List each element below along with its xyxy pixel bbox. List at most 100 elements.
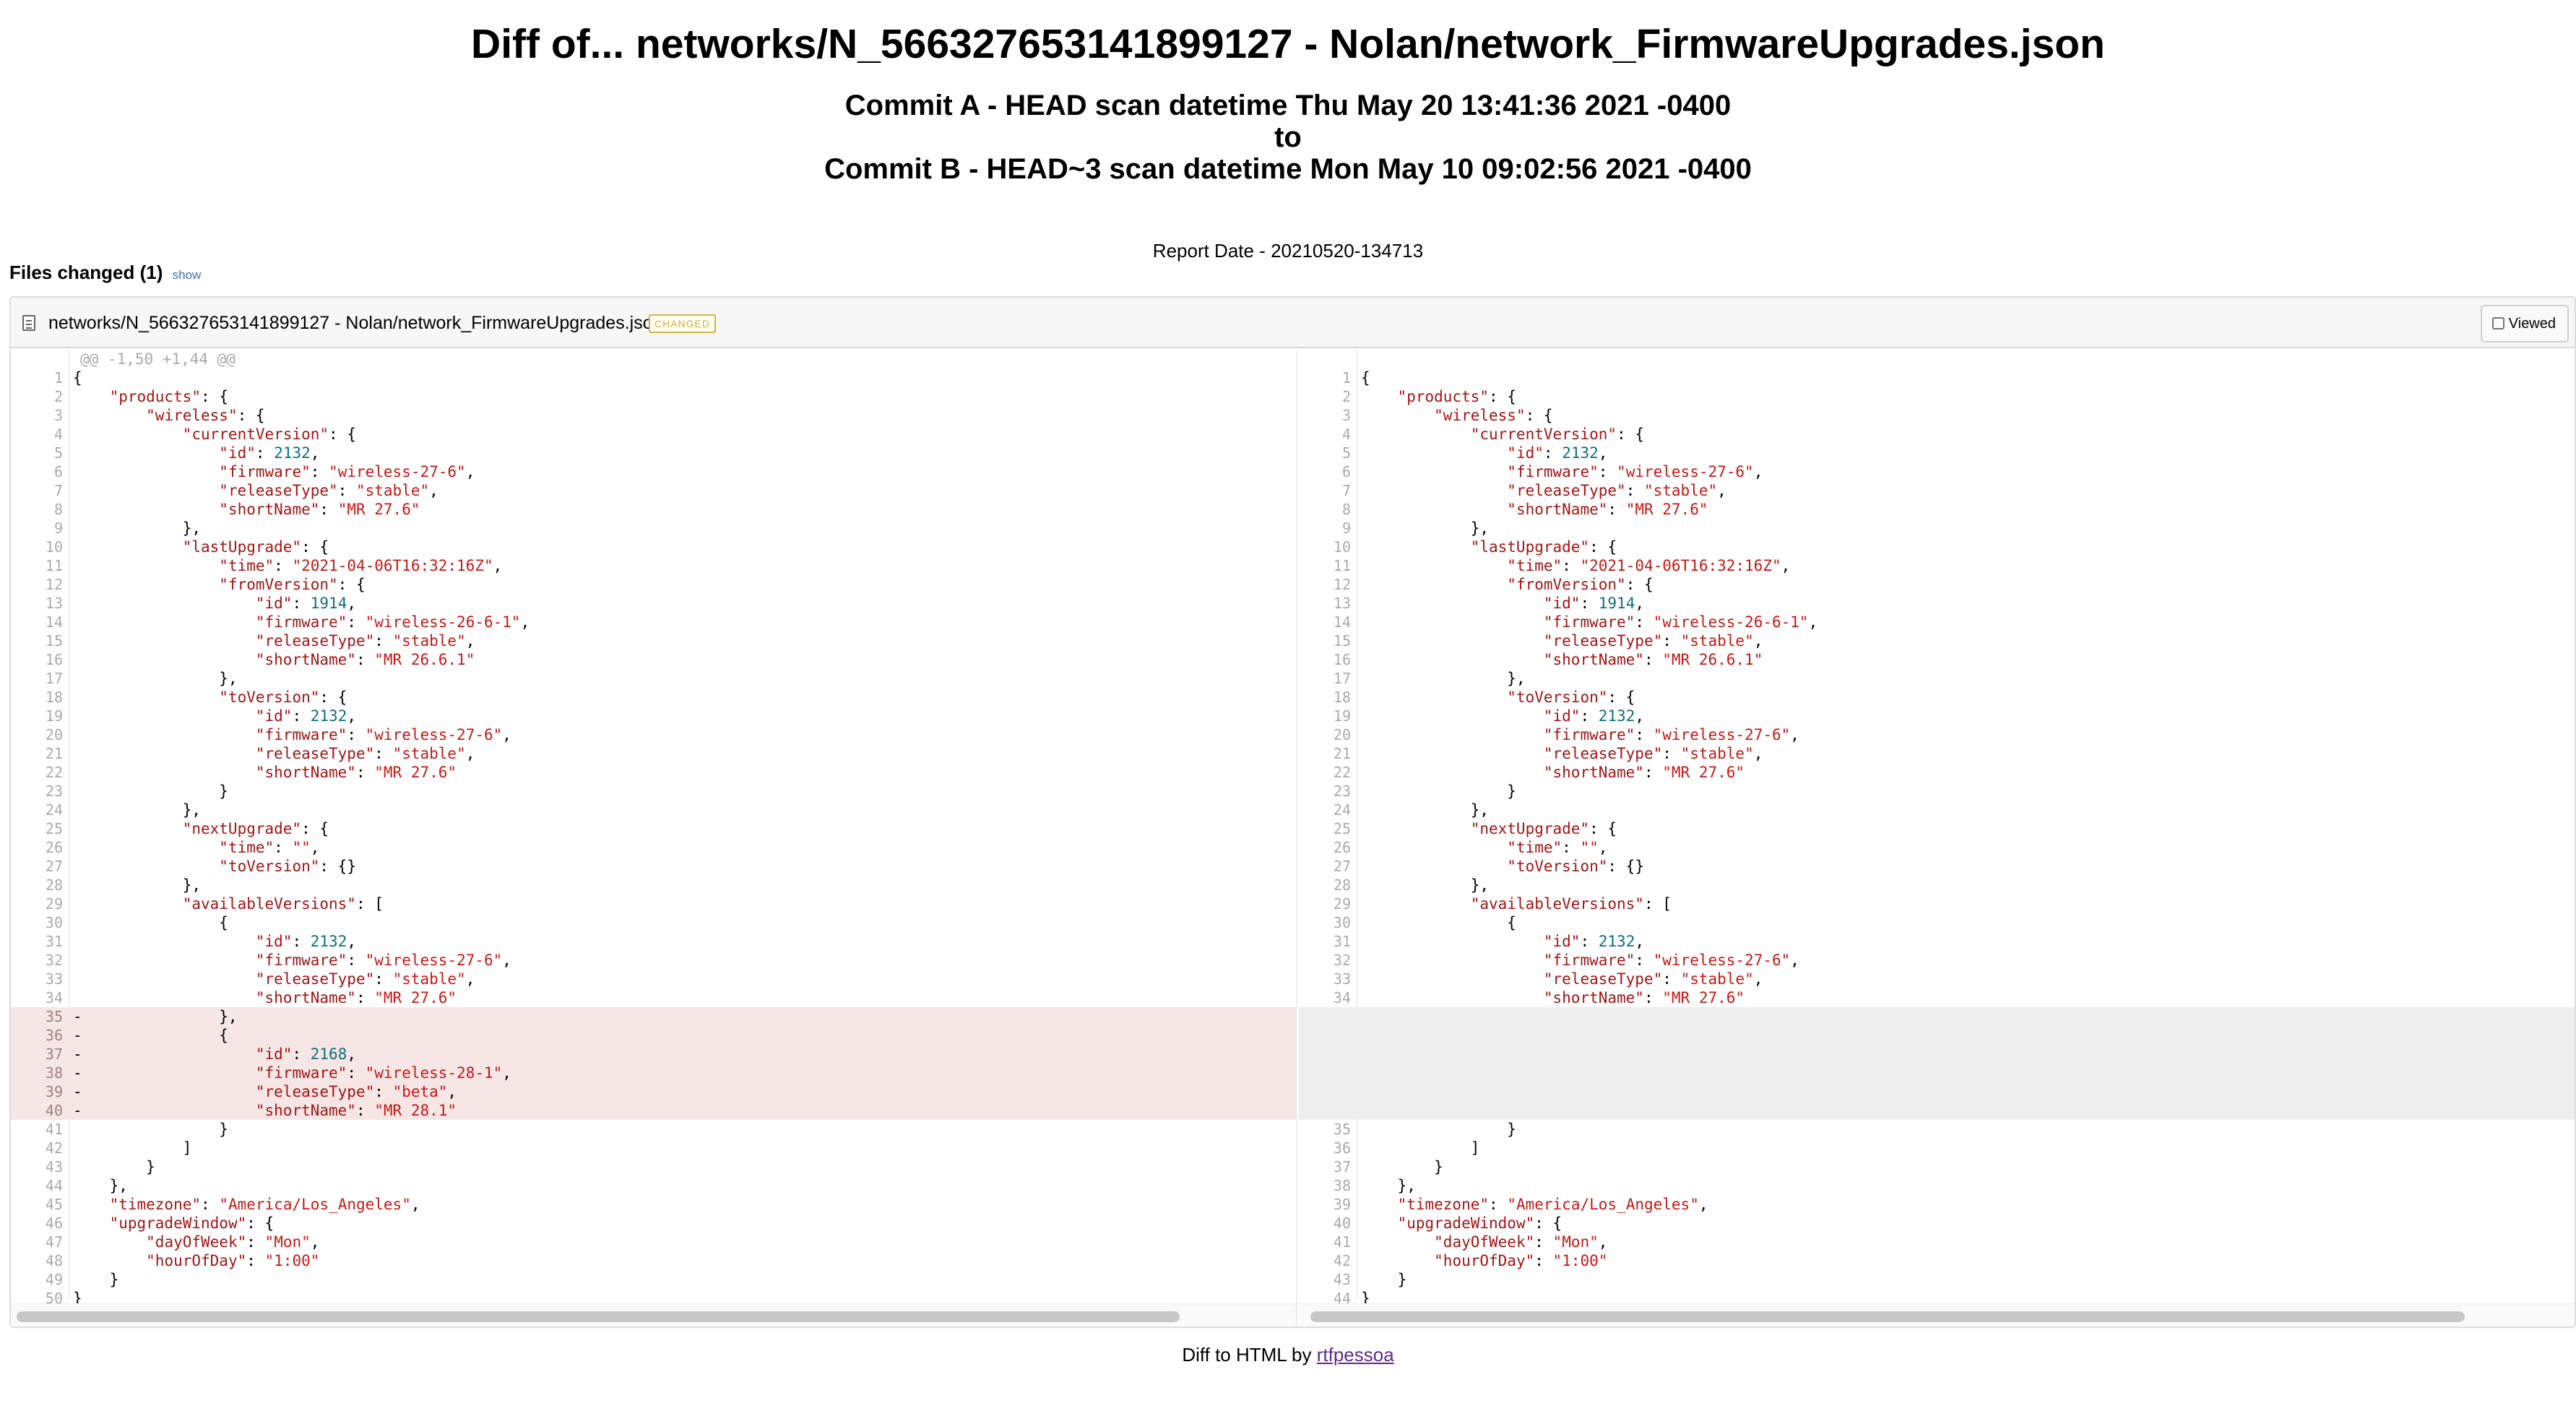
line-number: 15 (1333, 632, 1351, 650)
horizontal-scrollbar-left[interactable] (17, 1311, 1180, 1322)
line-code: "toVersion": { (1507, 689, 1635, 706)
line-number: 7 (1341, 482, 1351, 499)
line-code: "availableVersions": [ (182, 895, 384, 913)
viewed-checkbox[interactable] (2491, 317, 2504, 329)
code-line: 6 "firmware": "wireless-27-6", (11, 462, 1296, 481)
line-number: 43 (45, 1158, 63, 1176)
code-line: 8 "shortName": "MR 27.6" (1299, 500, 2575, 519)
line-code: "shortName": "MR 27.6" (1543, 989, 1745, 1006)
code-line: 38 }, (1299, 1176, 2575, 1195)
deleted-line: 40- "shortName": "MR 28.1" (11, 1101, 1296, 1120)
line-number: 27 (1333, 858, 1351, 875)
line-code: "shortName": "MR 27.6" (1507, 501, 1708, 518)
line-code: "timezone": "America/Los_Angeles", (1397, 1196, 1708, 1213)
author-link[interactable]: rtfpessoa (1316, 1344, 1394, 1366)
line-code: "lastUpgrade": { (1470, 538, 1617, 556)
line-number: 5 (1341, 444, 1351, 462)
line-number: 33 (1333, 970, 1351, 988)
line-number: 16 (45, 651, 63, 668)
line-code: { (73, 369, 82, 387)
line-code: "id": 2132, (219, 444, 320, 462)
line-number: 20 (1333, 726, 1351, 743)
code-line: 10 "lastUpgrade": { (1299, 538, 2575, 556)
line-code: { (1361, 369, 1370, 387)
code-line: 10 "lastUpgrade": { (11, 538, 1296, 556)
line-number: 41 (1333, 1233, 1351, 1251)
code-line: 4 "currentVersion": { (1299, 425, 2575, 444)
code-line: 30 { (11, 913, 1296, 932)
hunk-header: @@ -1,50 +1,44 @@ (11, 350, 1296, 368)
files-changed-label: Files changed (1) (9, 262, 163, 283)
code-line: 40 "upgradeWindow": { (1299, 1214, 2575, 1233)
line-number: 8 (53, 501, 63, 518)
code-line: 18 "toVersion": { (1299, 688, 2575, 707)
code-line: 26 "time": "", (1299, 838, 2575, 857)
line-number: 42 (45, 1139, 63, 1157)
code-line: 3 "wireless": { (11, 406, 1296, 425)
code-line: 43 } (11, 1157, 1296, 1176)
line-code: "products": { (1397, 388, 1516, 405)
code-line: 35 } (1299, 1120, 2575, 1139)
line-code: ] (73, 1139, 192, 1157)
line-number: 32 (45, 952, 63, 969)
code-line: 19 "id": 2132, (1299, 707, 2575, 725)
line-number: 13 (45, 595, 63, 612)
horizontal-scrollbar-right[interactable] (1310, 1311, 2465, 1322)
line-number: 30 (45, 914, 63, 931)
code-line: 1{ (11, 368, 1296, 387)
line-code: "toVersion": {} (219, 858, 356, 875)
line-code: "timezone": "America/Los_Angeles", (109, 1196, 420, 1213)
line-number: 2 (1341, 388, 1351, 405)
line-code: } (1361, 1158, 1443, 1176)
code-line: 13 "id": 1914, (11, 594, 1296, 613)
line-code: "releaseType": "stable", (255, 632, 475, 650)
code-line: 37 } (1299, 1157, 2575, 1176)
line-number: 16 (1333, 651, 1351, 668)
code-line: 12 "fromVersion": { (11, 575, 1296, 594)
line-code: } (1361, 1121, 1516, 1138)
line-number: 17 (1333, 670, 1351, 687)
files-list-toggle-link[interactable]: show (172, 268, 202, 282)
line-code: "id": 2132, (255, 707, 356, 725)
line-number: 26 (45, 839, 63, 856)
line-code: "currentVersion": { (1470, 426, 1644, 443)
line-code: "id": 2132, (255, 933, 356, 950)
line-number: 29 (1333, 895, 1351, 913)
code-line: 34 "shortName": "MR 27.6" (11, 988, 1296, 1007)
line-code: }, (73, 670, 238, 687)
hunk-header-text: @@ -1,50 +1,44 @@ (80, 350, 235, 368)
diff-pane-right[interactable]: 1{2 "products": {3 "wireless": {4 "curre… (1299, 350, 2575, 1327)
line-code: "id": 2132, (1507, 444, 1608, 462)
line-number: 36 (1333, 1139, 1351, 1157)
line-number: 42 (1333, 1252, 1351, 1269)
code-line: 11 "time": "2021-04-06T16:32:16Z", (11, 556, 1296, 575)
line-number: 24 (45, 801, 63, 819)
line-code: - "releaseType": "beta", (73, 1083, 457, 1100)
line-code: "releaseType": "stable", (1543, 970, 1763, 988)
viewed-toggle[interactable]: Viewed (2480, 305, 2569, 342)
deleted-line: 37- "id": 2168, (11, 1045, 1296, 1064)
viewed-label: Viewed (2508, 316, 2556, 332)
line-code: "firmware": "wireless-26-6-1", (255, 613, 530, 631)
line-code: } (73, 1121, 228, 1138)
line-code: { (73, 914, 228, 931)
line-number: 20 (45, 726, 63, 743)
line-number: 19 (1333, 707, 1351, 725)
empty-line (1299, 1026, 2575, 1045)
code-line: 27 "toVersion": {} (11, 857, 1296, 876)
line-number: 14 (1333, 613, 1351, 631)
code-line: 25 "nextUpgrade": { (1299, 819, 2575, 838)
code-line: 5 "id": 2132, (1299, 444, 2575, 462)
line-number: 43 (1333, 1271, 1351, 1288)
code-line: 28 }, (1299, 876, 2575, 894)
line-number: 27 (45, 858, 63, 875)
line-number: 18 (1333, 689, 1351, 706)
code-line: 16 "shortName": "MR 26.6.1" (11, 650, 1296, 669)
line-code: }, (73, 801, 202, 819)
line-code: "time": "2021-04-06T16:32:16Z", (1507, 557, 1791, 574)
line-code: }, (1361, 801, 1490, 819)
line-number: 35 (45, 1008, 63, 1025)
empty-line (1299, 1082, 2575, 1101)
diff-pane-left[interactable]: @@ -1,50 +1,44 @@ 1{2 "products": {3 "wi… (11, 350, 1297, 1327)
line-code: "firmware": "wireless-27-6", (219, 463, 475, 480)
